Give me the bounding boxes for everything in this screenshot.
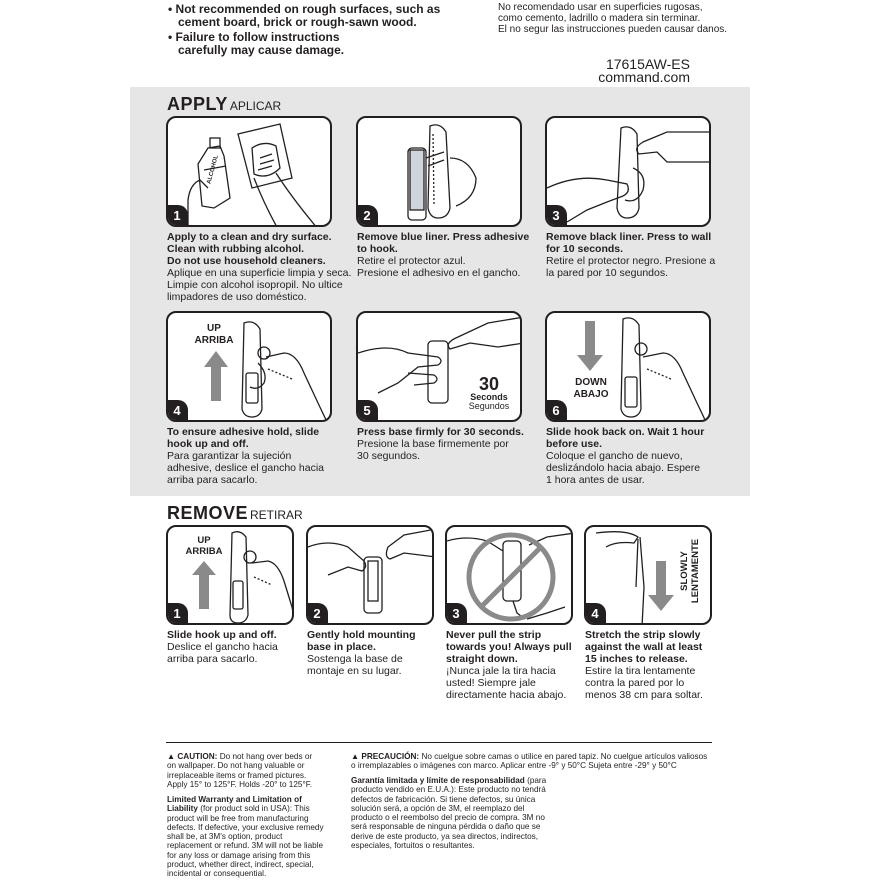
apply-step-2-illustration: 2 [356,116,522,227]
up-arrow-icon [204,351,228,401]
apply-step-1-caption: Apply to a clean and dry surface. Clean … [167,231,352,303]
apply-step-6-caption: Slide hook back on. Wait 1 hour before u… [546,426,705,486]
slide-hook-down-illustration [577,317,706,420]
apply-step-2-caption: Remove blue liner. Press adhesive to hoo… [357,231,530,279]
arrow-label: DOWN ABAJO [573,377,609,400]
step-number: 4 [168,400,188,420]
warning-spanish: No recomendado usar en superficies rugos… [498,2,728,35]
step-number: 2 [308,603,328,623]
footer-divider [166,742,712,743]
step-number: 6 [547,400,567,420]
apply-step-4-illustration: UP ARRIBA 4 [166,311,332,422]
apply-step-5-caption: Press base firmly for 30 seconds. Presio… [357,426,524,462]
website: command.com [598,69,690,85]
alcohol-wipe-illustration: ALCOHOL [187,123,316,225]
arrow-label: UP ARRIBA [185,535,223,557]
step-number: 3 [447,603,467,623]
apply-step-3-illustration: 3 [545,116,711,227]
warning-bullet-2: • Failure to follow instructions careful… [168,30,345,57]
caution-block: ▲ CAUTION: Do not hang over beds or on w… [167,752,313,789]
slide-hook-up-illustration [204,321,327,420]
warning-bullet-1: • Not recommended on rough surfaces, suc… [168,2,441,29]
arrow-label: SLOWLY LENTAMENTE [679,538,701,604]
apply-step-4-caption: To ensure adhesive hold, slide hook up a… [167,426,325,486]
down-arrow-icon [648,561,674,611]
apply-step-1-illustration: ALCOHOL 1 [166,116,332,227]
remove-liner-illustration [407,124,477,221]
apply-step-6-illustration: DOWN ABAJO 6 [545,311,711,422]
step-number: 5 [358,400,378,420]
step-number: 3 [547,205,567,225]
garantia-block: Garantía limitada y límite de responsabi… [351,776,547,851]
warning-icon: ▲ [351,752,360,761]
step-number: 4 [586,603,606,623]
timer-label: 30 Seconds Segundos [468,374,510,411]
remove-step-1-caption: Slide hook up and off. Deslice el gancho… [167,629,278,665]
step-number: 1 [168,205,188,225]
remove-step-1-illustration: UP ARRIBA 1 [166,525,294,625]
press-base-illustration [358,317,520,404]
warning-icon: ▲ [167,752,176,761]
step-number: 1 [168,603,188,623]
press-to-wall-illustration [547,126,709,223]
prohibited-icon [466,532,556,622]
apply-step-5-illustration: 30 Seconds Segundos 5 [356,311,522,422]
do-not-pull-illustration [447,532,571,622]
precaucion-block: ▲ PRECAUCIÓN: No cuelgue sobre camas o u… [351,752,708,771]
arrow-label: UP ARRIBA [194,323,234,346]
warranty-block: Limited Warranty and Limitation of Liabi… [167,795,324,879]
remove-step-3-caption: Never pull the strip towards you! Always… [446,629,572,701]
remove-slide-up-illustration [192,531,292,623]
stretch-strip-illustration [595,531,674,623]
remove-step-2-illustration: 2 [306,525,434,625]
product-code: 17615AW-ES [605,56,690,72]
up-arrow-icon [192,561,216,609]
apply-step-3-caption: Remove black liner. Press to wall for 10… [546,231,716,279]
remove-step-4-caption: Stretch the strip slowly against the wal… [585,629,703,701]
down-arrow-icon [577,321,603,371]
remove-step-3-illustration: 3 [445,525,573,625]
step-number: 2 [358,205,378,225]
remove-step-4-illustration: SLOWLY LENTAMENTE 4 [584,525,712,625]
remove-step-2-caption: Gently hold mounting base in place. Sost… [307,629,416,677]
hold-base-illustration [308,529,432,614]
